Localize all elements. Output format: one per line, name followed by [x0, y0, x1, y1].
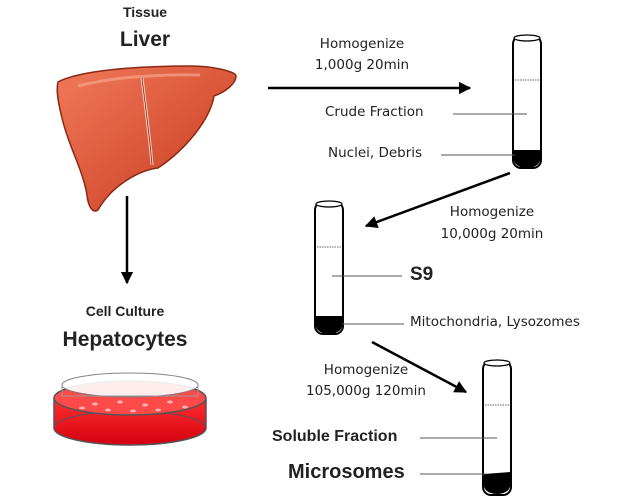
tube1-upper-label: Crude Fraction: [325, 104, 424, 120]
tube2-upper-label: S9: [410, 264, 434, 285]
arrow-step2: [364, 171, 511, 228]
culture-caption: Cell Culture: [85, 303, 165, 319]
step2-action: Homogenize: [449, 204, 535, 220]
step1-params: 1,000g 20min: [314, 57, 410, 73]
tube3-pellet-label: Microsomes: [288, 461, 405, 483]
tube1-pellet-label: Nuclei, Debris: [328, 145, 423, 161]
step2-params: 10,000g 20min: [440, 226, 544, 242]
tube-3: [420, 359, 512, 496]
tissue-name: Liver: [119, 28, 171, 51]
arrow-step3: [371, 340, 468, 394]
step1-action: Homogenize: [319, 36, 405, 52]
step3-action: Homogenize: [323, 362, 409, 378]
step3-params: 105,000g 120min: [306, 383, 426, 399]
tube3-upper-label: Soluble Fraction: [272, 428, 398, 445]
tube-2: [314, 200, 404, 335]
culture-name: Hepatocytes: [62, 328, 188, 351]
tube-1: [441, 34, 542, 169]
tissue-caption: Tissue: [122, 4, 168, 20]
liver-illustration: [56, 65, 237, 212]
petri-dish: [53, 372, 207, 446]
tube2-pellet-label: Mitochondria, Lysozomes: [410, 314, 580, 330]
